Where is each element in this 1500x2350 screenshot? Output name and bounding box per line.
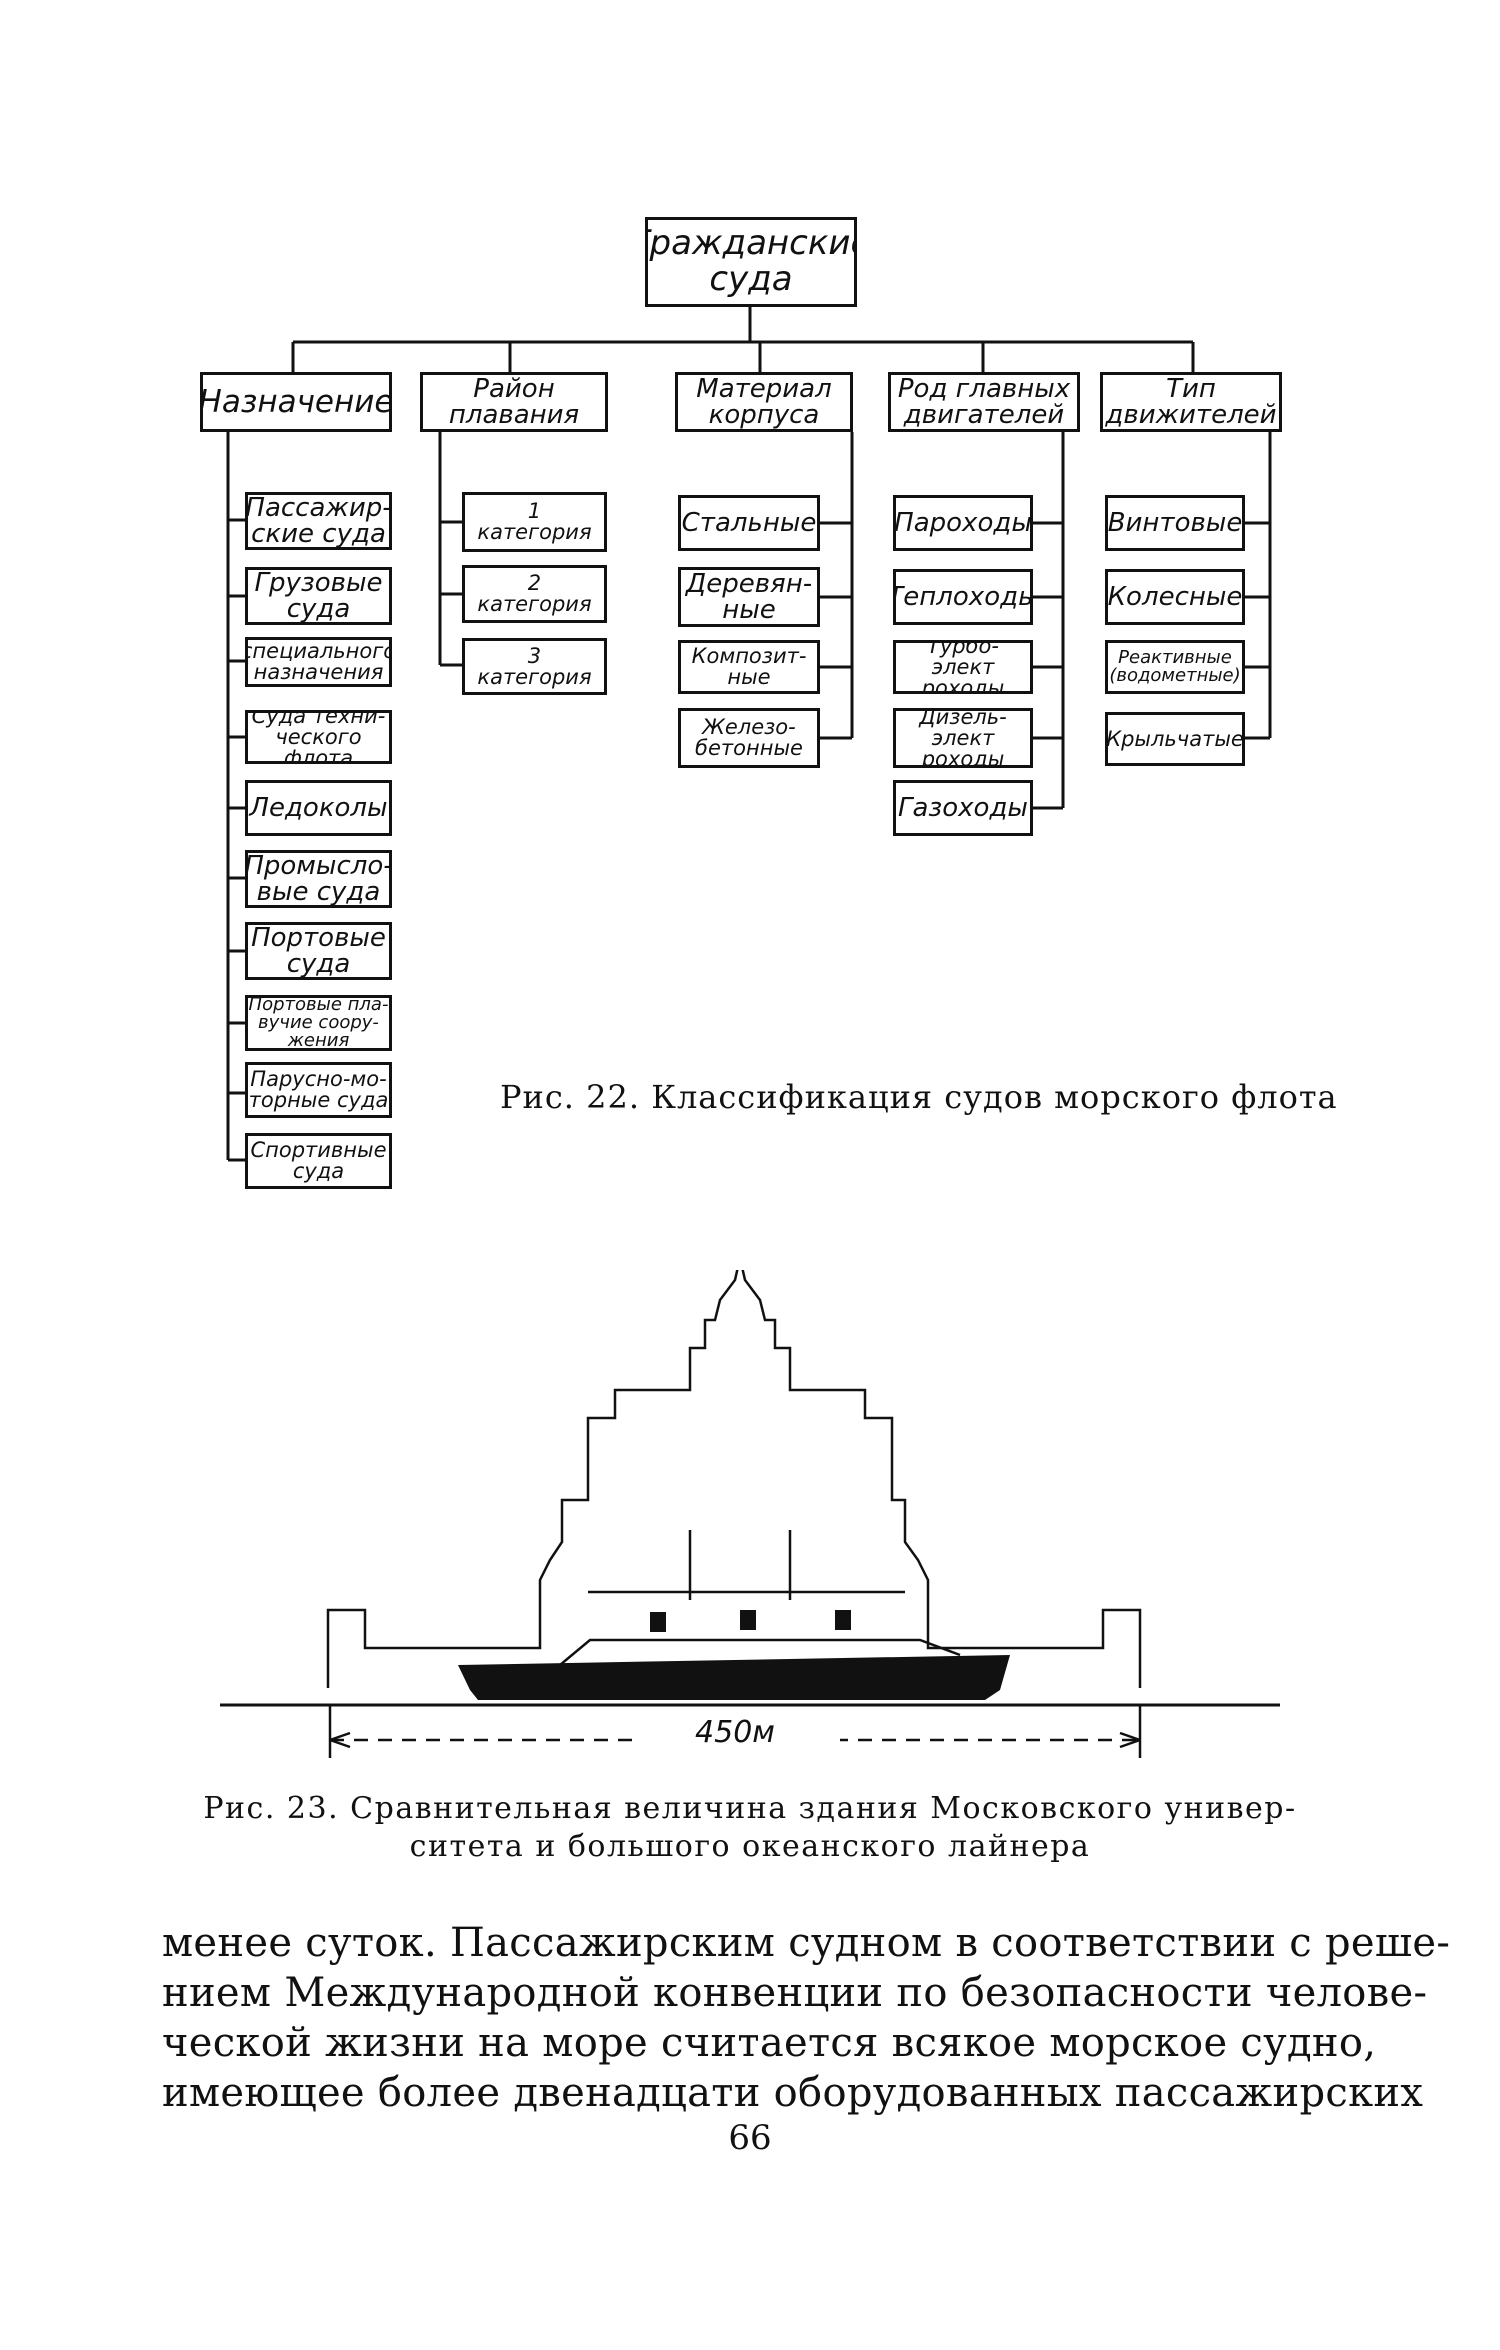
category-hull-material: Материал корпуса: [675, 372, 853, 432]
item-category-3: 3 категория: [462, 638, 607, 695]
dimension-label: 450м: [695, 1715, 775, 1750]
item-passenger-ships: Пассажир- ские суда: [245, 492, 392, 550]
item-paddle: Колесные: [1105, 569, 1245, 625]
item-diesel-electric: Дизель-элект роходы: [893, 708, 1033, 768]
item-technical-fleet: Суда техни- ческого флота: [245, 710, 392, 764]
item-turbo-electric: Турбо-элект роходы: [893, 640, 1033, 694]
item-sail-motor-ships: Парусно-мо- торные суда: [245, 1062, 392, 1118]
item-category-2: 2 категория: [462, 565, 607, 623]
item-steamships: Пароходы: [893, 495, 1033, 551]
figure-22-caption: Рис. 22. Классификация судов морского фл…: [500, 1078, 1338, 1116]
item-icebreakers: Ледоколы: [245, 780, 392, 836]
figure-23-caption: Рис. 23. Сравнительная величина здания М…: [203, 1791, 1297, 1865]
item-cargo-ships: Грузовые суда: [245, 567, 392, 625]
body-line: нием Международной конвенции по безопасн…: [162, 1970, 1428, 2016]
item-floating-port-structures: Портовые пла- вучие соору- жения: [245, 995, 392, 1051]
category-navigation-area: Район плавания: [420, 372, 608, 432]
item-reinforced-concrete: Железо- бетонные: [678, 708, 820, 768]
building-liner-illustration: 450м: [220, 1270, 1280, 1758]
item-screw: Винтовые: [1105, 495, 1245, 551]
item-jet-waterjet: Реактивные (водометные): [1105, 640, 1245, 694]
body-line: имеющее более двенадцати оборудованных п…: [162, 2070, 1424, 2116]
item-special-purpose: специального назначения: [245, 637, 392, 687]
item-sport-ships: Спортивные суда: [245, 1133, 392, 1189]
item-category-1: 1 категория: [462, 492, 607, 552]
category-purpose: Назначение: [200, 372, 392, 432]
body-paragraph: менее суток. Пассажирским судном в соотв…: [162, 1918, 1451, 2118]
category-propulsor-type: Тип движителей: [1100, 372, 1282, 432]
item-port-ships: Портовые суда: [245, 922, 392, 980]
item-fishing-ships: Промысло- вые суда: [245, 850, 392, 908]
item-steel: Стальные: [678, 495, 820, 551]
root-node: Гражданские суда: [645, 217, 857, 307]
item-composite: Композит- ные: [678, 640, 820, 694]
item-vane: Крыльчатые: [1105, 712, 1245, 766]
tree-connectors: [226, 305, 1272, 1162]
item-motorships: Теплоходы: [893, 569, 1033, 625]
item-gas-turbine: Газоходы: [893, 780, 1033, 836]
item-wooden: Деревян- ные: [678, 567, 820, 627]
body-line: менее суток. Пассажирским судном в соотв…: [162, 1920, 1451, 1966]
page-number: 66: [728, 2118, 772, 2158]
body-line: ческой жизни на море считается всякое мо…: [162, 2020, 1377, 2066]
category-main-engines: Род главных двигателей: [888, 372, 1080, 432]
